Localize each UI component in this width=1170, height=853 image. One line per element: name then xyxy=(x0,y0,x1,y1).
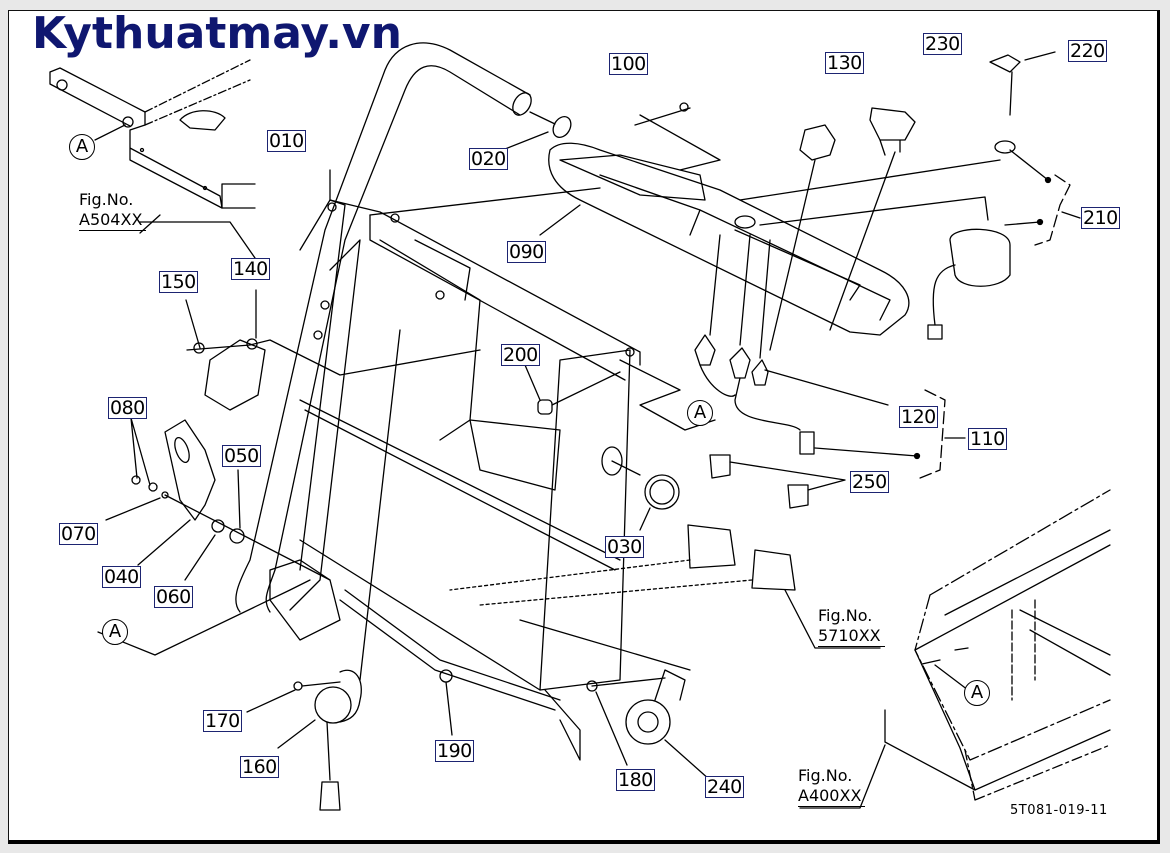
part-label-120[interactable]: 120 xyxy=(899,406,938,428)
figure-ref-number: 5710XX xyxy=(818,626,885,647)
nut-100 xyxy=(679,102,689,112)
relay-sockets xyxy=(687,524,796,591)
leader-a400xx xyxy=(799,744,886,809)
ref-marker-a: A xyxy=(687,400,713,426)
main-frame xyxy=(269,199,641,761)
part-label-210[interactable]: 210 xyxy=(1081,207,1120,229)
screw-170 xyxy=(293,681,303,691)
switch-230 xyxy=(869,107,916,156)
figure-ref-label: Fig.No. xyxy=(798,766,853,785)
figure-ref-a400xx[interactable]: Fig.No. A400XX xyxy=(798,766,866,807)
figure-ref-5710xx[interactable]: Fig.No. 5710XX xyxy=(818,606,885,647)
fuse-130 xyxy=(799,124,836,161)
grommet-030 xyxy=(644,474,680,510)
figure-ref-a504xx[interactable]: Fig.No. A504XX xyxy=(79,190,147,231)
relays-250 xyxy=(709,454,809,509)
part-label-230[interactable]: 230 xyxy=(923,33,962,55)
handle-bar xyxy=(235,42,572,613)
part-label-060[interactable]: 060 xyxy=(154,586,193,608)
part-label-050[interactable]: 050 xyxy=(222,445,261,467)
module-140 xyxy=(204,339,266,411)
horn-240 xyxy=(625,699,671,745)
part-label-190[interactable]: 190 xyxy=(435,740,474,762)
drawing-code: 5T081-019-11 xyxy=(1010,803,1108,818)
ignition-switch-210 xyxy=(949,228,1011,287)
part-label-140[interactable]: 140 xyxy=(231,258,270,280)
watermark-logo: Kythuatmay.vn xyxy=(32,8,402,59)
diagram-frame xyxy=(8,10,1160,844)
part-label-090[interactable]: 090 xyxy=(507,241,546,263)
part-label-240[interactable]: 240 xyxy=(705,776,744,798)
dashboard-panel-090 xyxy=(369,114,910,336)
bracket-040 xyxy=(164,419,216,521)
part-label-160[interactable]: 160 xyxy=(240,756,279,778)
ref-marker-a: A xyxy=(964,680,990,706)
rail-a504xx xyxy=(49,59,256,259)
plug-200 xyxy=(537,399,553,415)
nut-190 xyxy=(439,669,453,683)
frame-a400xx xyxy=(884,489,1111,801)
figure-ref-label: Fig.No. xyxy=(818,606,873,625)
key-220 xyxy=(989,54,1021,116)
buzzer-160 xyxy=(277,669,362,811)
figure-ref-number: A400XX xyxy=(798,786,866,807)
part-label-070[interactable]: 070 xyxy=(59,523,98,545)
ignition-bezel-210 xyxy=(994,140,1016,154)
part-label-170[interactable]: 170 xyxy=(203,710,242,732)
part-label-150[interactable]: 150 xyxy=(159,271,198,293)
part-label-250[interactable]: 250 xyxy=(850,471,889,493)
ref-marker-a: A xyxy=(69,134,95,160)
part-label-080[interactable]: 080 xyxy=(108,397,147,419)
figure-ref-number: A504XX xyxy=(79,210,147,231)
figure-ref-label: Fig.No. xyxy=(79,190,134,209)
part-label-030[interactable]: 030 xyxy=(605,536,644,558)
part-label-220[interactable]: 220 xyxy=(1068,40,1107,62)
bulb-harness-110 xyxy=(694,234,966,479)
part-label-020[interactable]: 020 xyxy=(469,148,508,170)
part-label-110[interactable]: 110 xyxy=(968,428,1007,450)
part-label-100[interactable]: 100 xyxy=(609,53,648,75)
part-label-180[interactable]: 180 xyxy=(616,769,655,791)
part-label-200[interactable]: 200 xyxy=(501,344,540,366)
part-label-040[interactable]: 040 xyxy=(102,566,141,588)
ref-marker-a: A xyxy=(102,619,128,645)
part-label-010[interactable]: 010 xyxy=(267,130,306,152)
part-label-130[interactable]: 130 xyxy=(825,52,864,74)
